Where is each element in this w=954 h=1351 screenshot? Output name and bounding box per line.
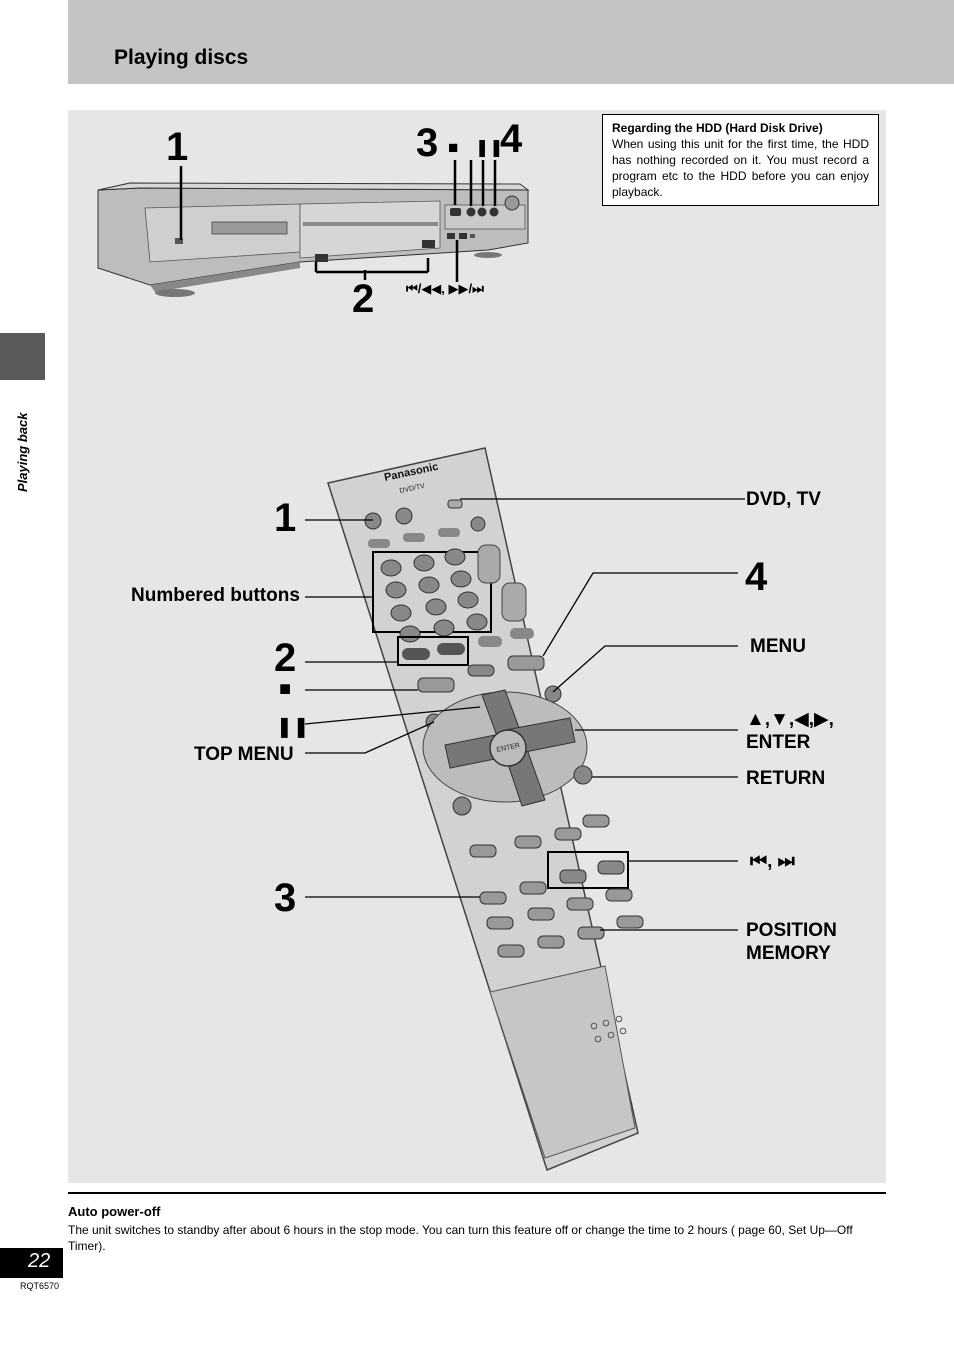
menu-label: MENU <box>750 636 806 657</box>
numbered-buttons-label: Numbered buttons <box>131 585 300 606</box>
position-label-line1: POSITION <box>746 920 837 941</box>
divider-rule <box>68 1192 886 1194</box>
deck-step-3: 3 <box>416 121 439 165</box>
dvd-recorder-illustration <box>97 160 530 297</box>
document-code: RQT6570 <box>20 1281 60 1291</box>
pause-symbol-remote: ❚❚ <box>276 716 310 738</box>
remote-enter-text: ENTER <box>496 742 521 754</box>
hdd-note-text: When using this unit for the first time,… <box>612 137 869 199</box>
page-number-box <box>0 1248 63 1278</box>
remote-step-4: 4 <box>745 555 768 599</box>
hdd-note-title: Regarding the HDD (Hard Disk Drive) <box>612 121 823 135</box>
pause-symbol-deck: ❚❚ <box>475 138 504 157</box>
stop-symbol-remote: ■ <box>279 678 292 700</box>
remote-step-3: 3 <box>274 876 297 920</box>
header-band <box>68 0 954 84</box>
arrows-label: ▲,▼,◀,▶, <box>746 709 834 730</box>
auto-power-off-title: Auto power-off <box>68 1204 161 1219</box>
remote-step-1: 1 <box>274 496 297 540</box>
remote-control-illustration <box>327 447 644 1172</box>
remote-step-2: 2 <box>274 636 297 680</box>
position-label-line2: MEMORY <box>746 943 831 964</box>
stop-symbol-deck: ■ <box>448 138 459 157</box>
auto-power-off-text: The unit switches to standby after about… <box>68 1223 853 1253</box>
deck-step-1: 1 <box>166 125 189 169</box>
deck-skip-label: ⏮/◀◀, ▶▶/⏭ <box>406 281 484 296</box>
deck-step-4: 4 <box>500 117 523 161</box>
hdd-note-box: Regarding the HDD (Hard Disk Drive) When… <box>602 114 879 206</box>
page-number: 22 <box>28 1250 51 1272</box>
skip-label: ⏮, ⏭ <box>750 851 795 872</box>
page-title: Playing discs <box>114 46 249 69</box>
return-label: RETURN <box>746 768 826 789</box>
dvd-tv-label: DVD, TV <box>746 489 821 510</box>
enter-label: ENTER <box>746 732 811 753</box>
top-menu-label: TOP MENU <box>194 744 294 765</box>
section-tab <box>0 333 45 380</box>
deck-step-2: 2 <box>352 277 375 321</box>
leader-lines <box>304 498 745 931</box>
